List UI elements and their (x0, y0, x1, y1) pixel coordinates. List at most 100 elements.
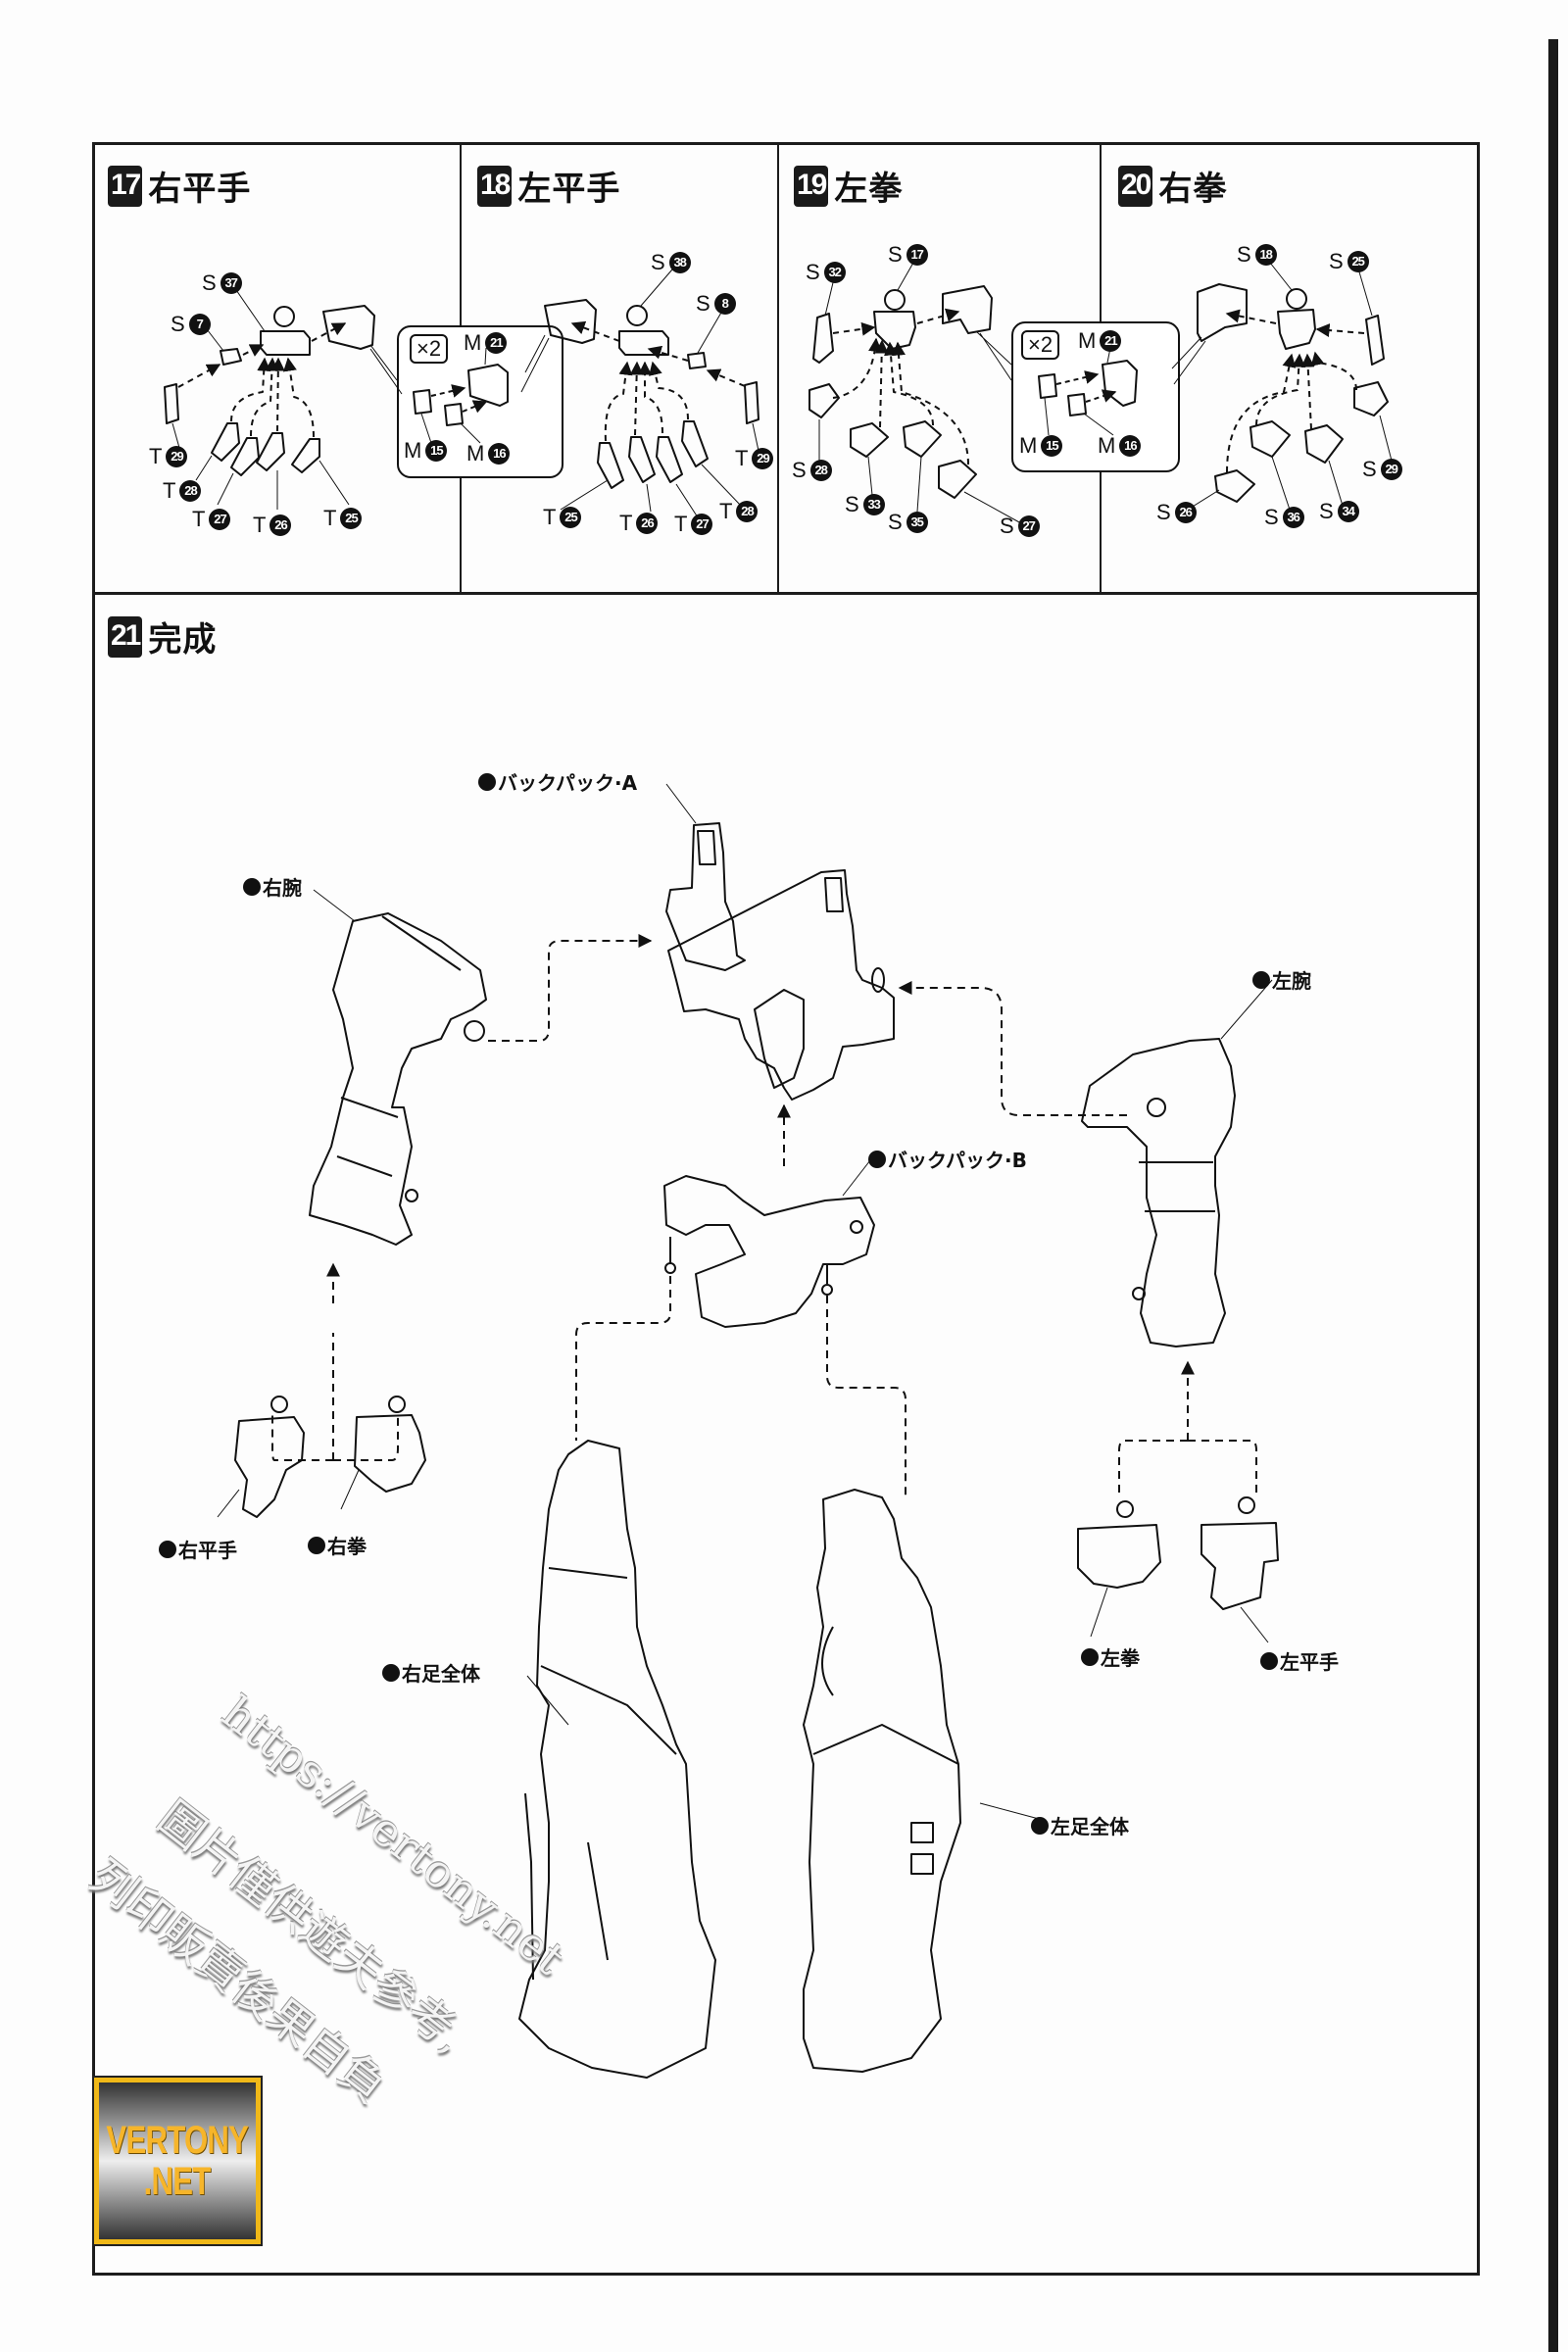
part-letter: S (845, 492, 859, 516)
callout-text: 左拳 (1101, 1646, 1140, 1670)
part-letter: S (1237, 242, 1251, 267)
finger-t28 (211, 422, 240, 462)
step-number: 20 (1118, 165, 1153, 207)
callout-right-fist: 右拳 (308, 1531, 367, 1559)
part-letter: T (323, 506, 337, 530)
finger-t27 (656, 436, 683, 483)
part-number-badge: 8 (713, 293, 736, 315)
divider-18-19 (777, 144, 779, 593)
part-number-badge: 15 (425, 440, 448, 462)
callout-left-arm: 左腕 (1252, 965, 1311, 994)
callout-backpack-b: バックパック·B (868, 1145, 1027, 1173)
right-hands-drawing (234, 1396, 426, 1518)
backpack-b-drawing (663, 1175, 875, 1328)
ball-joint (884, 289, 906, 311)
part-number-badge: 7 (188, 314, 211, 335)
callout-right-leg: 右足全体 (382, 1658, 480, 1687)
part-number-badge: 29 (166, 446, 188, 467)
callout-text: 左平手 (1280, 1650, 1339, 1674)
part-letter: S (792, 458, 807, 482)
part-letter: S (651, 250, 665, 274)
part-letter: S (1000, 514, 1014, 538)
finger-t28 (681, 420, 709, 467)
part-letter: S (1362, 457, 1377, 481)
part-letter: T (735, 446, 749, 470)
part-letter: T (149, 444, 163, 468)
thumb-t29 (744, 381, 760, 424)
callout-text: バックパック·A (498, 771, 638, 795)
part-number-badge: 33 (862, 494, 885, 515)
part-number-badge: 34 (1337, 501, 1359, 522)
logo-line-1: VERTONY (106, 2119, 250, 2162)
thumb-t29 (164, 383, 179, 424)
part-number-badge: 18 (1254, 244, 1277, 266)
part-letter: T (163, 478, 176, 503)
vertony-logo: VERTONY .NET (92, 2076, 263, 2246)
step21-leader-lines (217, 783, 1273, 1820)
step-19-header: 19 左拳 (794, 162, 903, 210)
part-number-badge: 21 (485, 332, 508, 354)
callout-backpack-a: バックパック·A (478, 767, 637, 796)
part-number-badge: 27 (691, 514, 713, 535)
part-number-badge: 28 (179, 480, 202, 502)
part-letter: T (543, 505, 557, 529)
m21-part (1102, 360, 1138, 407)
bullet-icon (478, 772, 496, 791)
callout-right-flat-hand: 右平手 (159, 1535, 237, 1563)
inset2-parts (1038, 342, 1138, 436)
callout-text: 左腕 (1272, 969, 1311, 993)
callout-text: 右平手 (178, 1539, 237, 1562)
callout-text: 左足全体 (1051, 1815, 1129, 1838)
part-number-badge: 37 (220, 272, 242, 294)
m16-part (444, 403, 464, 426)
finger-s29 (1353, 381, 1389, 416)
step-number: 18 (477, 165, 513, 207)
part-letter: M (1078, 328, 1097, 353)
finger-s26 (1214, 469, 1255, 503)
m21-part (467, 364, 509, 407)
part-letter: S (1329, 249, 1344, 273)
bullet-icon (1031, 1816, 1049, 1835)
finger-s35 (903, 420, 942, 458)
part-letter: M (1098, 433, 1116, 458)
callout-left-fist: 左拳 (1081, 1642, 1140, 1671)
step21-assembly-arrows (271, 934, 1257, 1497)
part-letter: S (888, 242, 903, 267)
part-letter: T (619, 511, 633, 535)
part-number-badge: 35 (906, 512, 928, 533)
part-letter: S (1319, 499, 1334, 523)
part-letter: S (696, 291, 710, 316)
scanned-page-edge (1548, 39, 1558, 2352)
part-letter: S (888, 510, 903, 534)
bullet-icon (243, 877, 261, 896)
step18-parts (520, 262, 760, 518)
part-letter: S (171, 312, 185, 336)
part-number-badge: 25 (1347, 251, 1369, 272)
bullet-icon (868, 1150, 886, 1168)
part-letter: T (674, 512, 688, 536)
finger-s34 (1304, 424, 1344, 464)
m15-part (1038, 373, 1057, 399)
part-letter: T (719, 499, 733, 523)
step-title: 右拳 (1158, 170, 1228, 209)
callout-text: バックパック·B (888, 1149, 1027, 1172)
inset-x2-steps-19-20 (1011, 321, 1180, 472)
part-letter: M (464, 330, 482, 355)
palm-block-s18 (1277, 309, 1316, 350)
palm-block-s17 (873, 311, 916, 350)
